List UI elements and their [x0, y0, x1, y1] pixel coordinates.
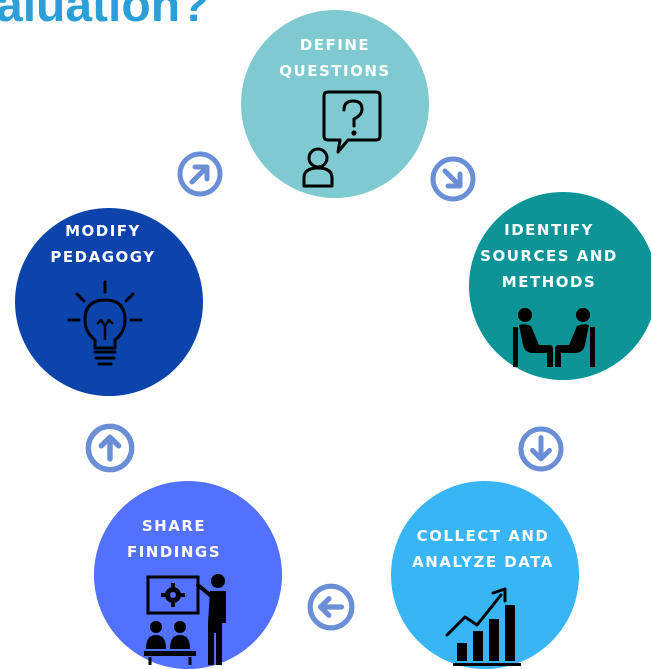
- step-label-line: ANALYZE DATA: [412, 553, 554, 571]
- step-label-line: SHARE: [141, 517, 207, 535]
- interview-icon: [513, 308, 595, 367]
- lightbulb-icon: [67, 280, 143, 366]
- question-person-icon: [302, 90, 382, 188]
- step-label-line: IDENTIFY: [504, 221, 594, 239]
- arrow-up-right-icon: [177, 151, 223, 197]
- step-label-line: QUESTIONS: [279, 62, 391, 80]
- step-label-line: PEDAGOGY: [50, 248, 156, 266]
- step-identify-sources-and-methods: IDENTIFY SOURCES AND METHODS: [469, 192, 651, 380]
- presentation-icon: [144, 574, 226, 665]
- arrow-up-icon: [85, 423, 135, 473]
- step-label-line: METHODS: [501, 273, 597, 291]
- step-label-line: COLLECT AND: [416, 527, 550, 545]
- step-label-line: SOURCES AND: [480, 247, 618, 265]
- page-title: aluation?: [0, 0, 210, 32]
- arrow-down-right-icon: [430, 156, 476, 202]
- step-modify-pedagogy: MODIFY PEDAGOGY: [15, 208, 203, 396]
- arrow-down-icon: [518, 426, 564, 472]
- step-share-findings: SHARE FINDINGS: [94, 481, 282, 669]
- step-collect-and-analyze-data: COLLECT AND ANALYZE DATA: [391, 481, 579, 669]
- step-define-questions: DEFINE QUESTIONS: [241, 10, 429, 198]
- step-label-line: DEFINE: [299, 36, 371, 54]
- step-label-line: MODIFY: [65, 222, 141, 240]
- arrow-left-icon: [307, 583, 355, 631]
- step-label-line: FINDINGS: [126, 543, 222, 561]
- growth-chart-icon: [445, 587, 521, 666]
